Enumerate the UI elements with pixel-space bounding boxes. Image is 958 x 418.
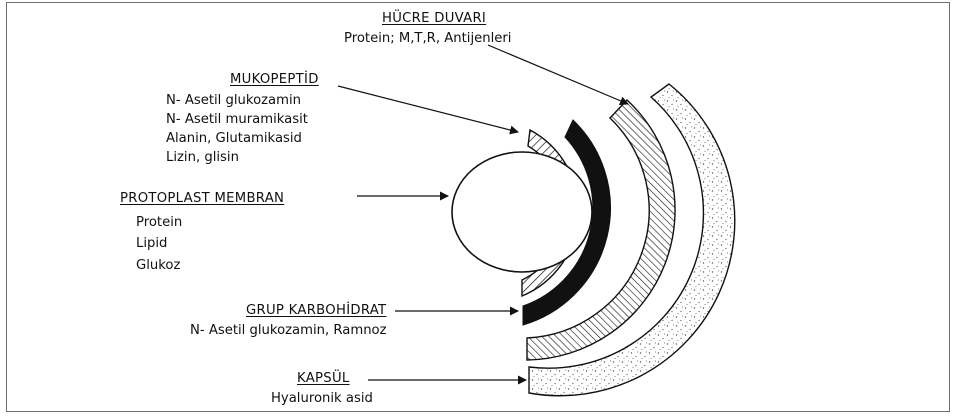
hucre-duvari-title: HÜCRE DUVARI [382, 9, 486, 29]
mukopeptid-title: MUKOPEPTİD [230, 70, 319, 90]
protoplast-item: Glukoz [136, 256, 180, 276]
arrow-hucre-duvari [488, 45, 628, 104]
mukopeptid-item: N- Asetil glukozamin [166, 91, 301, 111]
grup-karbohidrat-text: N- Asetil glukozamin, Ramnoz [190, 321, 387, 341]
protoplast-item: Lipid [136, 234, 167, 254]
kapsul-title: KAPSÜL [297, 369, 350, 389]
arrow-mukopeptid [338, 86, 518, 132]
protoplast-circle [452, 152, 592, 272]
kapsul-text: Hyaluronik asid [271, 389, 373, 409]
mukopeptid-item: Lizin, glisin [166, 148, 239, 168]
grup-karbohidrat-title: GRUP KARBOHİDRAT [246, 301, 386, 321]
protoplast-title: PROTOPLAST MEMBRAN [120, 189, 284, 209]
protoplast-item: Protein [136, 213, 182, 233]
hucre-duvari-text: Protein; M,T,R, Antijenleri [344, 29, 511, 49]
mukopeptid-item: N- Asetil muramikasit [166, 110, 308, 130]
mukopeptid-item: Alanin, Glutamikasid [166, 129, 302, 149]
